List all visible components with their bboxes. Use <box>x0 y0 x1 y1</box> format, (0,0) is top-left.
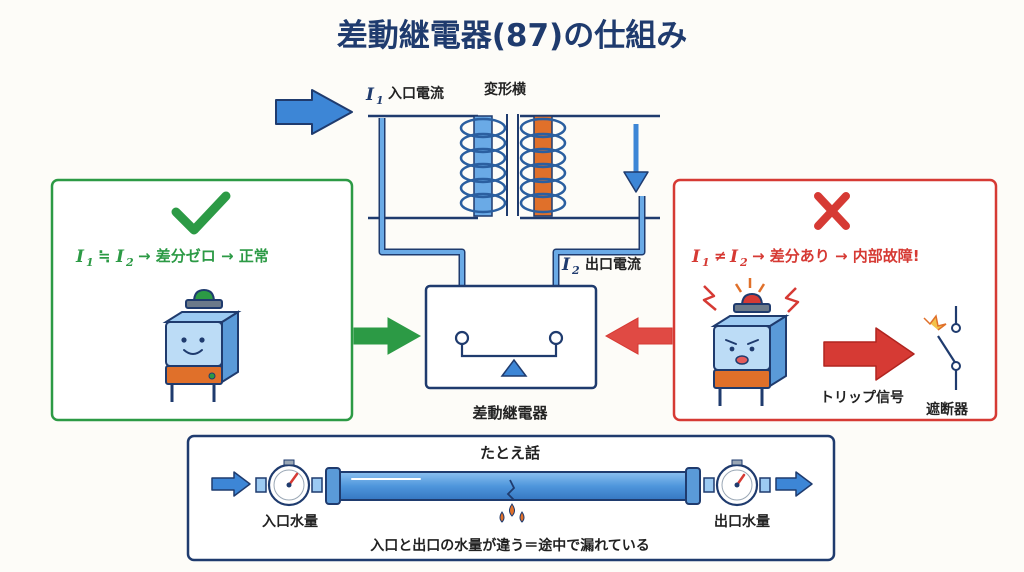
worried-relay-icon <box>702 278 800 406</box>
ct-wires <box>378 118 646 311</box>
outlet-meter-icon <box>703 459 771 507</box>
breaker-label: 遮断器 <box>926 401 969 418</box>
output-current-symbol: I <box>561 255 571 275</box>
outlet-label: 出口水量 <box>714 513 770 530</box>
down-arrow-icon <box>623 171 649 193</box>
inlet-meter-icon <box>255 459 323 507</box>
fault-sym2: I <box>729 247 739 267</box>
inlet-label: 入口水量 <box>262 513 318 530</box>
differential-relay: 差動継電器 <box>424 284 598 422</box>
input-arrow-icon <box>275 89 353 135</box>
check-icon <box>171 191 231 235</box>
input-current-sub: 1 <box>376 94 384 107</box>
analogy-panel: たとえ話 入口水量 <box>186 434 836 562</box>
trip-arrow-icon <box>823 327 915 381</box>
left-coil <box>459 117 507 214</box>
relay-label: 差動継電器 <box>472 404 548 422</box>
input-current-label: 入口電流 <box>388 85 444 102</box>
normal-op: ≒ <box>98 247 111 265</box>
right-coil <box>519 117 567 214</box>
fault-op: ≠ <box>714 247 727 265</box>
fulcrum-icon <box>500 358 528 377</box>
input-current-symbol: I <box>365 85 375 105</box>
normal-sym1: I <box>75 247 85 267</box>
fault-sub2: 2 <box>739 256 748 269</box>
normal-sub1: 1 <box>86 256 94 269</box>
breaker-icon <box>923 306 961 390</box>
fault-arrow-icon <box>604 317 673 355</box>
leak-droplets-icon <box>499 503 525 523</box>
current-transformer: I 1 入口電流 変形横 I 2 出口電流 <box>275 81 660 277</box>
happy-relay-icon <box>162 288 242 402</box>
transformer-label: 変形横 <box>484 81 527 98</box>
fault-sub1: 1 <box>702 256 710 269</box>
outlet-arrow-icon <box>775 471 813 497</box>
output-current-label: 出口電流 <box>585 256 641 273</box>
pipe-icon <box>325 467 701 505</box>
fault-sym1: I <box>691 247 701 267</box>
normal-sub2: 2 <box>125 256 134 269</box>
cross-icon <box>814 192 850 230</box>
page-title: 差動継電器(87)の仕組み <box>337 18 687 54</box>
output-current-sub: 2 <box>571 264 580 277</box>
normal-arrow-icon <box>353 317 422 355</box>
analogy-caption: 入口と出口の水量が違う＝途中で漏れている <box>370 537 650 554</box>
normal-status-text: → 差分ゼロ → 正常 <box>138 247 269 265</box>
inlet-arrow-icon <box>211 471 251 497</box>
normal-sym2: I <box>115 247 125 267</box>
fault-panel: I 1 ≠ I 2 → 差分あり → 内部故障! <box>672 178 998 422</box>
trip-signal-label: トリップ信号 <box>820 389 904 406</box>
normal-panel: I 1 ≒ I 2 → 差分ゼロ → 正常 <box>50 178 354 422</box>
analogy-title: たとえ話 <box>480 444 540 462</box>
fault-status-text: → 差分あり → 内部故障! <box>752 247 920 265</box>
